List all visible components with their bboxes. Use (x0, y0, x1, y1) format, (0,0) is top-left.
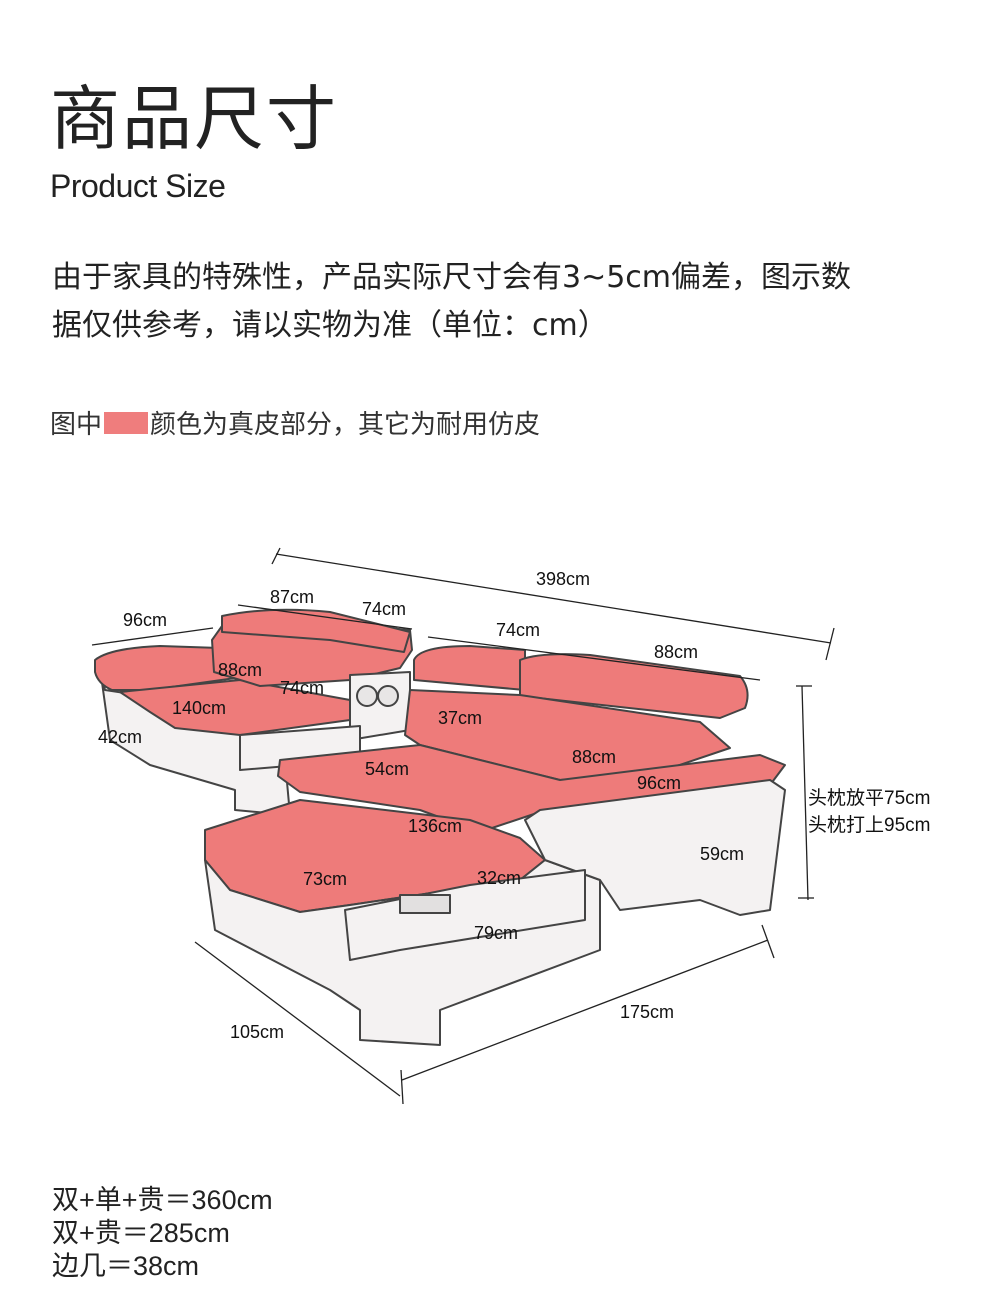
sofa-illustration (94, 608, 786, 1046)
dim-mid-back-width: 74cm (496, 620, 540, 640)
dim-chaise-136: 136cm (408, 816, 462, 836)
dim-back-37: 37cm (438, 708, 482, 728)
legend-prefix: 图中 (50, 410, 103, 440)
footer-line-2: 双+贵＝285cm (52, 1218, 230, 1248)
speaker-left (356, 685, 378, 707)
disclaimer-line-2: 据仅供参考，请以实物为准（单位：cm） (52, 308, 608, 343)
footer-line-1: 双+单+贵＝360cm (52, 1185, 273, 1215)
dim-console-width: 74cm (362, 599, 406, 619)
dim-headrest-up: 头枕打上95cm (808, 814, 930, 836)
dim-chaise-73: 73cm (303, 869, 347, 889)
color-legend: 图中 颜色为真皮部分，其它为耐用仿皮 (50, 404, 540, 441)
dimension-lines (91, 547, 835, 1105)
dim-seat-54: 54cm (365, 759, 409, 779)
dim-side-59: 59cm (700, 844, 744, 864)
dim-left-seat-88: 88cm (218, 660, 262, 680)
dim-right-96: 96cm (637, 773, 681, 793)
dim-left-seat-74: 74cm (280, 678, 324, 698)
dim-right-back-width: 88cm (654, 642, 698, 662)
left-headrest (221, 608, 411, 653)
disclaimer-line-1: 由于家具的特殊性，产品实际尺寸会有3~5cm偏差，图示数 (52, 260, 852, 295)
chaise-console (344, 869, 586, 961)
speaker-right (377, 685, 399, 707)
page-subtitle: Product Size (50, 168, 226, 204)
dim-chaise-depth: 105cm (230, 1022, 284, 1042)
dim-armrest-height: 42cm (98, 727, 142, 747)
footer-line-3: 边几＝38cm (52, 1251, 200, 1281)
legend-suffix: 颜色为真皮部分，其它为耐用仿皮 (150, 410, 541, 440)
dim-headrest-flat: 头枕放平75cm (808, 787, 930, 809)
leather-color-swatch (104, 411, 149, 434)
page-title: 商品尺寸 (50, 78, 338, 160)
dimension-labels: 398cm 87cm 74cm 74cm 88cm 96cm 88cm 74cm… (98, 569, 930, 1042)
right-headrest (519, 653, 749, 719)
dim-chaise-length: 175cm (620, 1002, 674, 1022)
sofa-dimension-diagram: 398cm 87cm 74cm 74cm 88cm 96cm 88cm 74cm… (91, 547, 930, 1105)
dim-seat-88: 88cm (572, 747, 616, 767)
control-panel (399, 894, 451, 914)
middle-headrest (413, 645, 526, 691)
dim-left-depth: 96cm (123, 610, 167, 630)
dim-left-back-width: 87cm (270, 587, 314, 607)
dim-total-length: 398cm (536, 569, 590, 589)
dim-console-32: 32cm (477, 868, 521, 888)
dim-left-seat-140: 140cm (172, 698, 226, 718)
dim-console-79: 79cm (474, 923, 518, 943)
